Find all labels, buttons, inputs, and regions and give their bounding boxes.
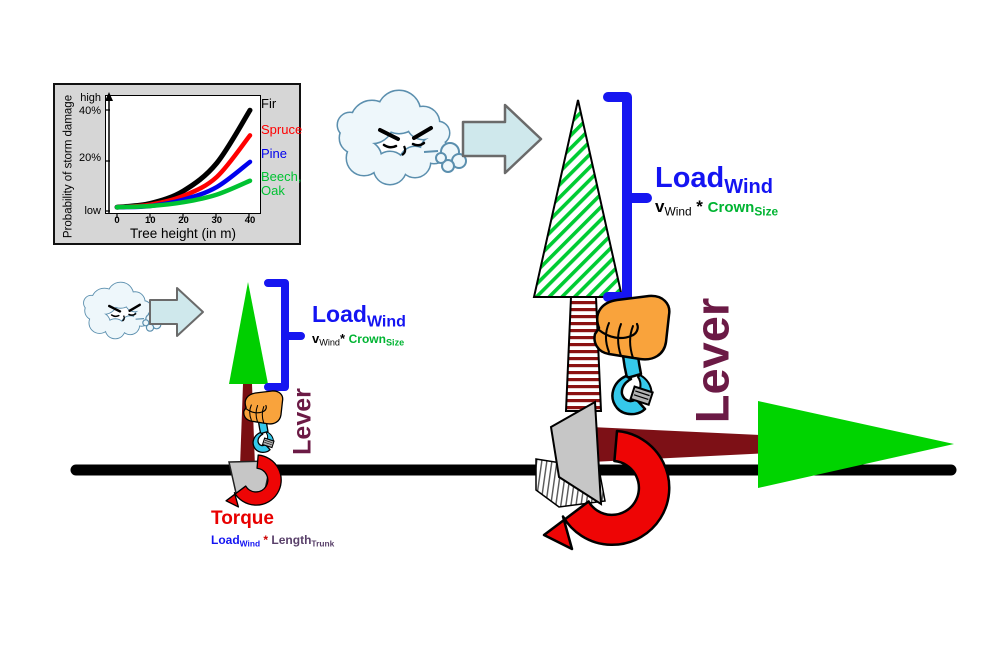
lever-result-arrow [758,401,954,488]
torque-formula: LoadWind * LengthTrunk [211,533,335,549]
x-axis-label: Tree height (in m) [129,226,237,241]
legend-item: Spruce [261,122,303,137]
large-tree-crown [532,99,624,298]
y-tick: 20% [78,152,101,164]
curve-beech-oak [114,178,253,210]
small-torque-arrow [225,454,282,508]
large-wind-arrow-icon [461,103,543,175]
x-tick: 10 [144,215,156,226]
large-tree-trunk [564,296,603,412]
torque-title: Torque [211,508,274,529]
load-wind-label-small: LoadWind vWind* CrownSize [312,301,406,347]
y-tick: 40% [78,105,101,117]
large-brace [603,92,652,302]
small-wind-arrow-icon [149,287,204,337]
large-wind-cloud-icon [338,91,466,184]
legend-item: Beech, Oak [261,169,302,198]
legend-item: Fir [261,96,277,111]
small-brace [264,279,305,391]
x-tick: 30 [211,215,223,226]
y-axis-label: Probability of storm damage [62,94,75,239]
large-gray-wedge [549,400,603,506]
torque-label: Torque LoadWind * LengthTrunk [211,508,334,549]
large-torque-arrow [542,429,671,551]
y-tick: low [84,205,101,217]
x-tick: 0 [114,215,120,226]
y-tick: high [80,92,101,104]
small-tree-crown [229,282,268,384]
large-hand-wrench-icon [593,294,671,416]
chart-axes-and-curves [105,92,253,218]
x-tick: 20 [178,215,189,226]
load-wind-label-large: LoadWind vWind * CrownSize [655,162,779,219]
x-tick: 40 [244,215,256,226]
lever-label-large: Lever [685,297,739,424]
legend-item: Pine [261,146,288,161]
lever-label-small: Lever [288,388,317,455]
